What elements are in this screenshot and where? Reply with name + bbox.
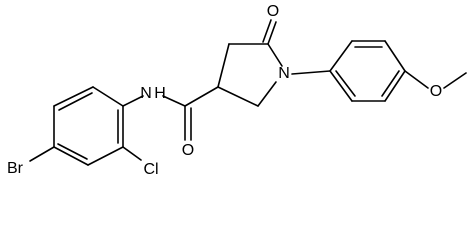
bond <box>384 40 406 72</box>
atom-label-amide-n: N <box>140 85 152 102</box>
bond <box>267 21 277 45</box>
bond <box>262 19 272 43</box>
bond <box>184 86 219 107</box>
bond <box>29 146 55 162</box>
bond <box>384 70 406 102</box>
atom-label-bromine: Br <box>7 160 24 177</box>
atom-label-amide-h: H <box>154 85 166 102</box>
bond <box>257 81 277 107</box>
bond <box>92 86 124 107</box>
bond <box>329 40 353 72</box>
molecule-structure-diagram: N H O N O O Cl Br <box>7 3 467 178</box>
atom-label-methoxy-o: O <box>430 83 442 100</box>
bond <box>58 92 93 111</box>
bond <box>381 70 400 97</box>
bond <box>53 146 89 166</box>
bond <box>217 43 230 88</box>
bond <box>335 70 356 97</box>
bond <box>329 70 353 102</box>
bond <box>404 70 429 89</box>
bond <box>443 72 467 89</box>
bond-layer <box>29 19 467 166</box>
bond <box>267 43 283 67</box>
bond <box>53 86 94 107</box>
bond <box>87 146 124 166</box>
atom-label-ring-n: N <box>278 65 290 82</box>
bond <box>291 70 331 75</box>
bond <box>122 95 144 107</box>
bond <box>57 143 88 160</box>
bond <box>162 95 186 107</box>
atom-label-amide-o: O <box>182 142 194 159</box>
atom-label-ring-carbonyl-o: O <box>267 3 279 20</box>
atom-label-chlorine: Cl <box>143 161 158 178</box>
bond <box>217 86 259 107</box>
atom-label-layer: N H O N O O Cl Br <box>7 3 442 178</box>
bond <box>122 146 142 161</box>
